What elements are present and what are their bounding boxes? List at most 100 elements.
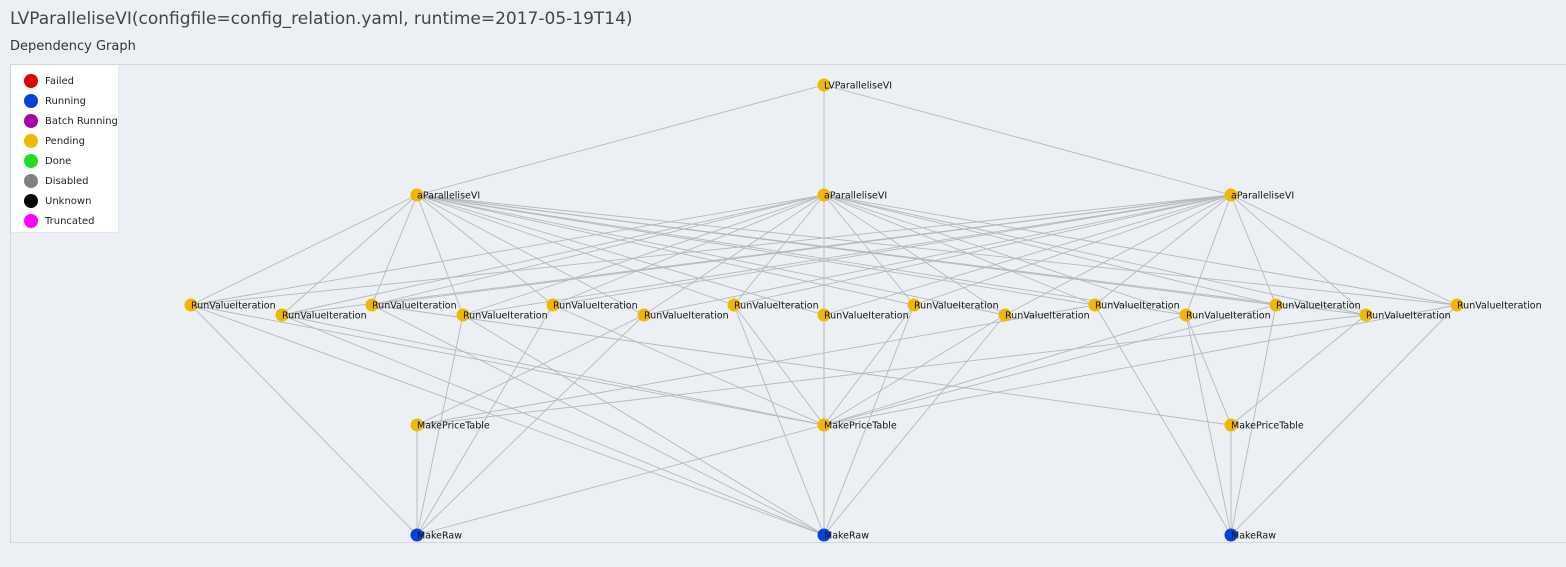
node-status-dot[interactable]: [817, 418, 831, 432]
node-label[interactable]: MakePriceTable: [417, 421, 490, 432]
graph-node-r11[interactable]: RunValueIteration: [1088, 298, 1180, 312]
node-status-dot[interactable]: [1359, 308, 1373, 322]
node-status-dot[interactable]: [817, 528, 831, 542]
node-label[interactable]: RunValueIteration: [372, 301, 457, 312]
graph-node-k1[interactable]: MakeRaw: [410, 528, 463, 542]
graph-node-r13[interactable]: RunValueIteration: [1269, 298, 1361, 312]
graph-node-r1[interactable]: RunValueIteration: [184, 298, 276, 312]
node-label[interactable]: RunValueIteration: [1186, 311, 1271, 322]
node-label[interactable]: aParalleliseVI: [1231, 191, 1294, 202]
node-label[interactable]: RunValueIteration: [1005, 311, 1090, 322]
graph-node-r5[interactable]: RunValueIteration: [546, 298, 638, 312]
node-status-dot[interactable]: [1450, 298, 1464, 312]
graph-edge: [643, 194, 1232, 316]
node-status-dot[interactable]: [907, 298, 921, 312]
graph-node-r3[interactable]: RunValueIteration: [365, 298, 457, 312]
graph-node-m3[interactable]: MakePriceTable: [1224, 418, 1304, 432]
graph-node-r12[interactable]: RunValueIteration: [1179, 308, 1271, 322]
graph-edge: [823, 304, 915, 536]
node-status-dot[interactable]: [1179, 308, 1193, 322]
node-label[interactable]: RunValueIteration: [1276, 301, 1361, 312]
legend-label: Unknown: [45, 195, 92, 207]
graph-node-k3[interactable]: MakeRaw: [1224, 528, 1277, 542]
node-label[interactable]: RunValueIteration: [463, 311, 548, 322]
graph-edge: [823, 194, 1277, 306]
graph-edge: [462, 194, 1232, 316]
node-label[interactable]: MakePriceTable: [824, 421, 897, 432]
graph-node-m2[interactable]: MakePriceTable: [817, 418, 897, 432]
node-status-dot[interactable]: [998, 308, 1012, 322]
graph-node-r6[interactable]: RunValueIteration: [637, 308, 729, 322]
graph-node-r4[interactable]: RunValueIteration: [456, 308, 548, 322]
graph-edge: [1094, 194, 1232, 306]
graph-node-p3[interactable]: aParalleliseVI: [1224, 188, 1295, 202]
node-label[interactable]: RunValueIteration: [1095, 301, 1180, 312]
graph-node-m1[interactable]: MakePriceTable: [410, 418, 490, 432]
node-status-dot[interactable]: [456, 308, 470, 322]
graph-node-r15[interactable]: RunValueIteration: [1450, 298, 1542, 312]
graph-edge: [823, 304, 915, 426]
node-status-dot[interactable]: [1224, 528, 1238, 542]
node-label[interactable]: MakeRaw: [417, 531, 462, 542]
graph-edge: [416, 194, 464, 316]
graph-edge: [416, 314, 464, 536]
node-label[interactable]: RunValueIteration: [191, 301, 276, 312]
node-status-dot[interactable]: [184, 298, 198, 312]
node-status-dot[interactable]: [1269, 298, 1283, 312]
node-status-dot[interactable]: [1224, 418, 1238, 432]
node-status-dot[interactable]: [1224, 188, 1238, 202]
node-status-dot[interactable]: [1088, 298, 1102, 312]
graph-edges: [190, 84, 1458, 536]
node-status-dot[interactable]: [727, 298, 741, 312]
node-label[interactable]: RunValueIteration: [553, 301, 638, 312]
legend-item-pending: Pending: [24, 133, 85, 149]
graph-node-r9[interactable]: RunValueIteration: [907, 298, 999, 312]
node-label[interactable]: RunValueIteration: [644, 311, 729, 322]
node-label[interactable]: RunValueIteration: [734, 301, 819, 312]
node-status-dot[interactable]: [817, 308, 831, 322]
legend-item-unknown: Unknown: [24, 193, 91, 209]
node-status-dot[interactable]: [817, 188, 831, 202]
node-status-dot[interactable]: [410, 188, 424, 202]
graph-edge: [552, 194, 825, 306]
node-label[interactable]: MakePriceTable: [1231, 421, 1304, 432]
graph-node-k2[interactable]: MakeRaw: [817, 528, 870, 542]
node-status-dot[interactable]: [365, 298, 379, 312]
graph-edge: [371, 194, 1232, 306]
node-status-dot[interactable]: [546, 298, 560, 312]
node-status-dot[interactable]: [637, 308, 651, 322]
node-label[interactable]: aParalleliseVI: [824, 191, 887, 202]
graph-node-r8[interactable]: RunValueIteration: [817, 308, 909, 322]
graph-node-r2[interactable]: RunValueIteration: [275, 308, 367, 322]
node-label[interactable]: MakeRaw: [1231, 531, 1276, 542]
graph-edge: [733, 304, 825, 536]
node-label[interactable]: RunValueIteration: [282, 311, 367, 322]
graph-node-p2[interactable]: aParalleliseVI: [817, 188, 888, 202]
graph-node-r14[interactable]: RunValueIteration: [1359, 308, 1451, 322]
node-label[interactable]: LVParalleliseVI: [824, 81, 892, 92]
graph-node-root[interactable]: LVParalleliseVI: [817, 78, 893, 92]
node-status-dot[interactable]: [275, 308, 289, 322]
graph-edge: [416, 84, 825, 196]
graph-node-r7[interactable]: RunValueIteration: [727, 298, 819, 312]
node-label[interactable]: aParalleliseVI: [417, 191, 480, 202]
node-status-dot[interactable]: [410, 528, 424, 542]
graph-node-p1[interactable]: aParalleliseVI: [410, 188, 481, 202]
node-label[interactable]: RunValueIteration: [1366, 311, 1451, 322]
node-status-dot[interactable]: [410, 418, 424, 432]
legend-dot-batch-running: [24, 114, 38, 128]
node-label[interactable]: RunValueIteration: [914, 301, 999, 312]
graph-edge: [823, 314, 1006, 536]
node-label[interactable]: RunValueIteration: [1457, 301, 1542, 312]
node-label[interactable]: RunValueIteration: [824, 311, 909, 322]
graph-node-r10[interactable]: RunValueIteration: [998, 308, 1090, 322]
node-status-dot[interactable]: [817, 78, 831, 92]
graph-edge: [416, 194, 825, 316]
graph-edge: [190, 304, 825, 426]
graph-edge: [190, 194, 418, 306]
node-label[interactable]: MakeRaw: [824, 531, 869, 542]
graph-edge: [1230, 194, 1458, 306]
graph-edge: [552, 194, 1232, 306]
